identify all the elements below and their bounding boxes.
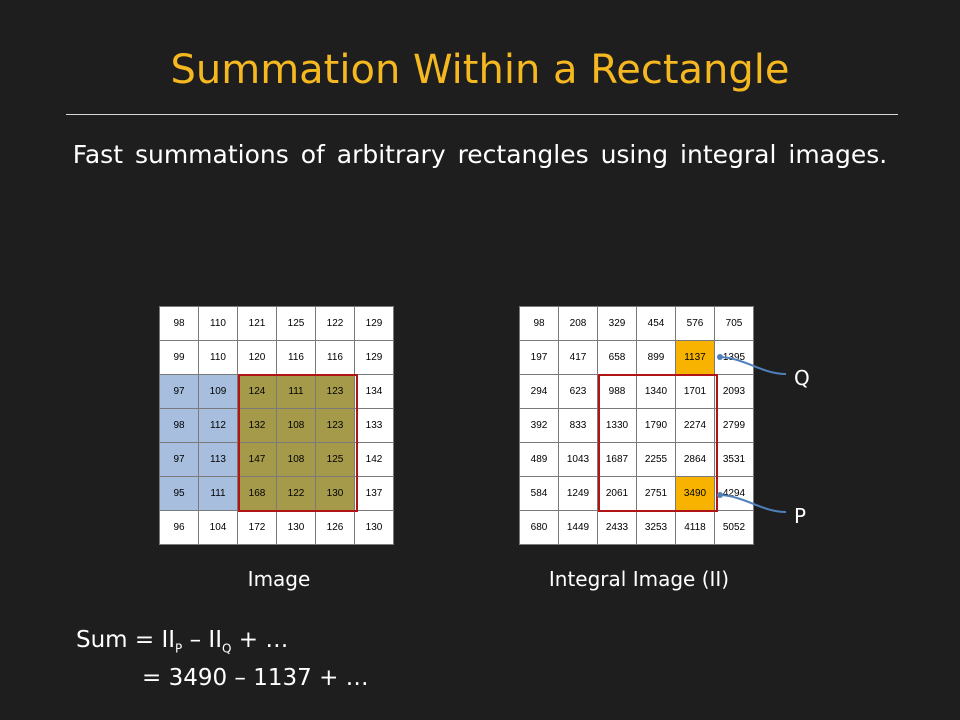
image-cell: 133 <box>354 408 394 443</box>
integral-cell: 417 <box>558 340 598 375</box>
image-cell: 116 <box>315 340 355 375</box>
image-caption: Image <box>247 567 311 591</box>
q-pointer-line <box>719 356 787 375</box>
image-cell: 132 <box>237 408 277 443</box>
integral-cell: 3531 <box>714 442 754 477</box>
integral-cell: 208 <box>558 306 598 341</box>
integral-cell: 1249 <box>558 476 598 511</box>
title-divider <box>66 114 898 115</box>
integral-cell: 899 <box>636 340 676 375</box>
integral-cell: 584 <box>519 476 559 511</box>
image-cell: 130 <box>315 476 355 511</box>
image-cell: 123 <box>315 374 355 409</box>
integral-cell: 2433 <box>597 510 637 545</box>
image-cell: 121 <box>237 306 277 341</box>
integral-cell: 3490 <box>675 476 715 511</box>
p-label: P <box>794 504 807 528</box>
p-pointer-dot <box>717 492 723 498</box>
image-cell: 104 <box>198 510 238 545</box>
image-cell: 97 <box>159 374 199 409</box>
image-cell: 98 <box>159 408 199 443</box>
image-cell: 125 <box>276 306 316 341</box>
image-cell: 123 <box>315 408 355 443</box>
integral-cell: 1687 <box>597 442 637 477</box>
slide-subtitle: Fast summations of arbitrary rectangles … <box>72 140 888 169</box>
image-cell: 110 <box>198 340 238 375</box>
p-pointer-line <box>719 494 787 513</box>
integral-cell: 1137 <box>675 340 715 375</box>
formula-suffix: + … <box>231 627 289 653</box>
image-cell: 125 <box>315 442 355 477</box>
image-cell: 113 <box>198 442 238 477</box>
formula-prefix: Sum = II <box>76 627 176 653</box>
image-cell: 129 <box>354 340 394 375</box>
formula-mid: – II <box>182 627 222 653</box>
integral-cell: 680 <box>519 510 559 545</box>
image-cell: 111 <box>276 374 316 409</box>
image-cell: 130 <box>354 510 394 545</box>
image-cell: 95 <box>159 476 199 511</box>
integral-image-caption: Integral Image (II) <box>548 567 730 591</box>
image-cell: 108 <box>276 408 316 443</box>
integral-cell: 988 <box>597 374 637 409</box>
slide-title: Summation Within a Rectangle <box>170 47 790 93</box>
image-cell: 111 <box>198 476 238 511</box>
formula-sub-p: P <box>175 641 183 656</box>
integral-cell: 1395 <box>714 340 754 375</box>
integral-cell: 5052 <box>714 510 754 545</box>
image-cell: 96 <box>159 510 199 545</box>
formula-line-2: = 3490 – 1137 + … <box>142 665 369 691</box>
formula-line-1: Sum = IIP – IIQ + … <box>76 624 288 665</box>
integral-cell: 2093 <box>714 374 754 409</box>
image-cell: 130 <box>276 510 316 545</box>
q-label: Q <box>794 366 810 390</box>
image-cell: 137 <box>354 476 394 511</box>
image-cell: 97 <box>159 442 199 477</box>
formula-sub-q: Q <box>222 641 232 656</box>
image-cell: 122 <box>276 476 316 511</box>
integral-cell: 489 <box>519 442 559 477</box>
q-pointer-dot <box>717 354 723 360</box>
integral-cell: 2061 <box>597 476 637 511</box>
